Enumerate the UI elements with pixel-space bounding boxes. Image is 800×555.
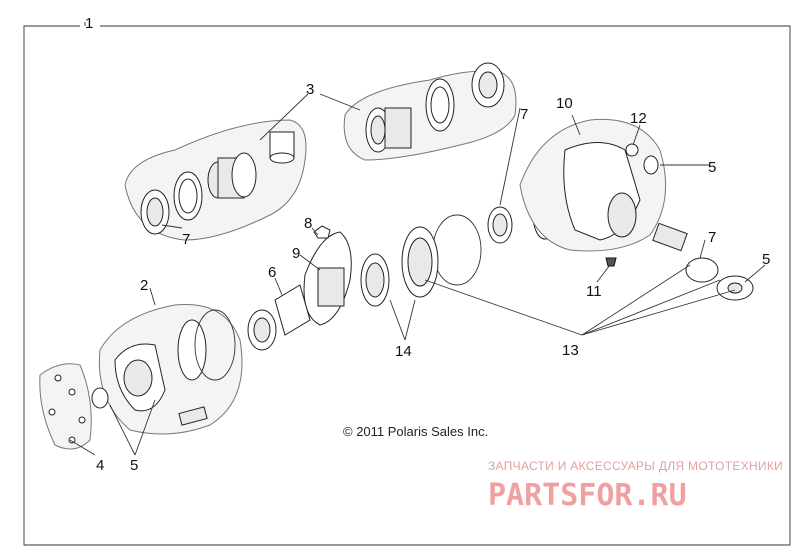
watermark-tagline: ЗАПЧАСТИ И АКСЕССУАРЫ ДЛЯ МОТОТЕХНИКИ <box>488 459 783 473</box>
cover-group-2 <box>91 303 243 435</box>
bolt-group-4 <box>39 363 92 450</box>
callout-10: 10 <box>556 95 573 112</box>
callout-13: 13 <box>562 342 579 359</box>
output-shaft-group <box>652 222 754 301</box>
housing-group-10 <box>519 118 667 267</box>
callout-3: 3 <box>306 81 314 98</box>
callout-7-right: 7 <box>708 229 716 246</box>
watermark-logo-text: PARTSFOR.RU <box>488 478 687 513</box>
callout-5-left: 5 <box>130 457 138 474</box>
watermark: ЗАПЧАСТИ И АКСЕССУАРЫ ДЛЯ МОТОТЕХНИКИ PA… <box>488 459 783 513</box>
seal-5-left <box>91 387 109 409</box>
bubble-group-3-right <box>343 62 517 161</box>
vent-12 <box>625 143 639 157</box>
callout-5-right: 5 <box>762 251 770 268</box>
gear-sprag-top <box>384 107 412 149</box>
callout-12: 12 <box>630 110 647 127</box>
plate-6 <box>274 284 311 336</box>
assembly-frame <box>23 25 791 546</box>
callout-2: 2 <box>140 277 148 294</box>
callout-7-left: 7 <box>182 231 190 248</box>
callout-7-top: 7 <box>520 106 528 123</box>
seal-5-top <box>643 155 659 175</box>
bearing-7-right <box>685 257 719 283</box>
bubble-group-3-left <box>124 119 307 241</box>
callout-1: 1 <box>85 15 93 32</box>
callout-14: 14 <box>395 343 412 360</box>
spring-8 <box>313 225 331 239</box>
callout-9: 9 <box>292 245 300 262</box>
shaft <box>652 222 688 252</box>
rollers <box>317 267 345 307</box>
callout-5-top: 5 <box>708 159 716 176</box>
callout-6: 6 <box>268 264 276 281</box>
leader-lines <box>69 22 766 456</box>
copyright-text: © 2011 Polaris Sales Inc. <box>343 424 488 439</box>
snap-ring <box>432 214 482 286</box>
callout-labels: 1 2 3 4 5 5 5 6 7 7 7 8 9 10 11 12 13 14 <box>85 15 770 474</box>
plug-11 <box>605 257 617 267</box>
center-components <box>247 190 558 351</box>
magnet <box>178 406 208 426</box>
callout-11: 11 <box>586 283 602 300</box>
callout-4: 4 <box>96 457 104 474</box>
oring-large <box>194 309 236 381</box>
callout-8: 8 <box>304 215 312 232</box>
